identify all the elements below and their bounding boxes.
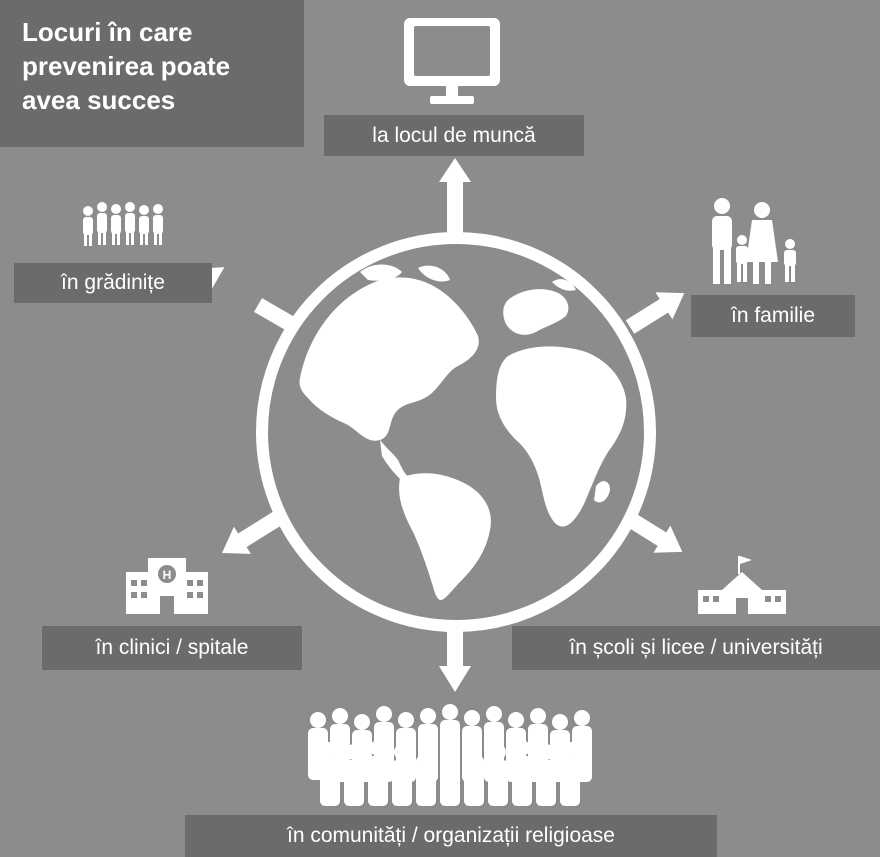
- title-line-2: prevenirea poate: [22, 51, 231, 81]
- arrow-lower-left: [222, 511, 283, 554]
- family-icon: [712, 198, 796, 284]
- globe-icon: [256, 232, 656, 632]
- computer-monitor-icon: [404, 18, 500, 104]
- crowd-icon: [308, 704, 592, 806]
- label-schools: în școli și licee / universități: [512, 626, 880, 670]
- label-workplace: la locul de muncă: [324, 115, 584, 156]
- arrow-upper-right: [625, 292, 685, 334]
- arrow-up: [439, 158, 471, 242]
- label-family: în familie: [691, 295, 855, 337]
- svg-text:H: H: [163, 568, 172, 582]
- title-box: Locuri în care prevenirea poate avea suc…: [0, 0, 304, 147]
- label-kindergartens: în grădinițe: [14, 263, 212, 303]
- label-communities: în comunități / organizații religioase: [185, 815, 717, 857]
- arrow-down: [439, 622, 471, 692]
- title-line-3: avea succes: [22, 85, 176, 115]
- title-line-1: Locuri în care: [22, 17, 193, 47]
- school-building-icon: [698, 556, 786, 614]
- label-clinics: în clinici / spitale: [42, 626, 302, 670]
- children-group-icon: [83, 202, 163, 246]
- hospital-icon: H: [126, 558, 208, 614]
